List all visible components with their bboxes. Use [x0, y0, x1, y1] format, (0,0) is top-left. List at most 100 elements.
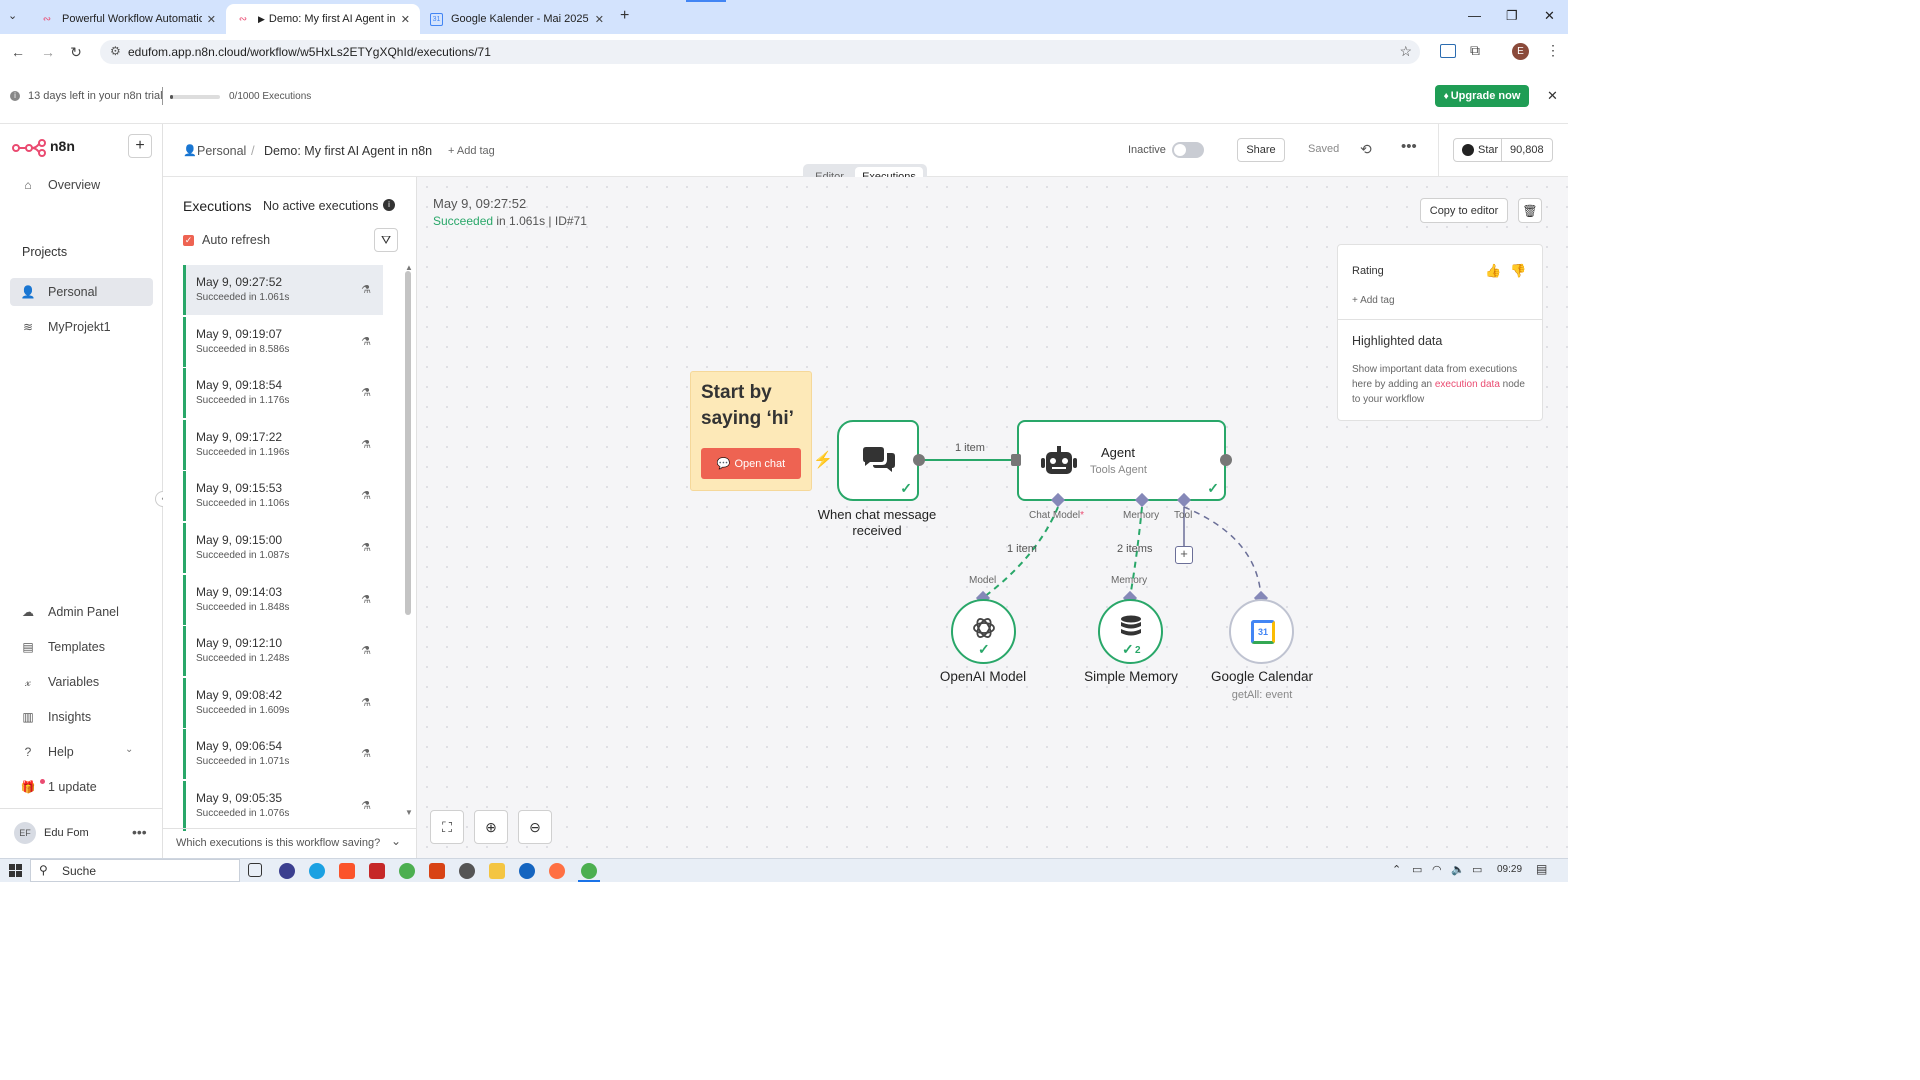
openai-model-node[interactable]: ✓ — [951, 599, 1016, 664]
file-explorer-icon[interactable] — [489, 863, 505, 879]
add-tag-link[interactable]: + Add tag — [1352, 295, 1395, 306]
taskbar-search-box[interactable]: ⚲ Suche — [30, 859, 240, 882]
auto-refresh-checkbox[interactable]: ✓ — [183, 235, 194, 246]
new-tab-plus-icon[interactable]: + — [620, 7, 630, 24]
open-chat-button[interactable]: 💬 Open chat — [701, 448, 801, 479]
flask-icon[interactable]: ⚗ — [361, 438, 371, 451]
profile-avatar[interactable]: E — [1512, 43, 1529, 60]
user-avatar[interactable]: EF — [14, 822, 36, 844]
site-info-icon[interactable]: ⚙ — [110, 44, 121, 58]
wifi-icon[interactable]: ◠ — [1432, 864, 1442, 876]
volume-icon[interactable]: 🔈 — [1451, 864, 1465, 876]
sidebar-item-insights[interactable]: ▥ Insights — [10, 703, 153, 731]
saving-settings-question[interactable]: Which executions is this workflow saving… — [176, 837, 381, 849]
create-button[interactable]: + — [128, 134, 152, 158]
sidebar-item-personal[interactable]: 👤 Personal — [10, 278, 153, 306]
thumbs-down-icon[interactable]: 👎 — [1510, 263, 1527, 278]
minimize-icon[interactable]: — — [1468, 8, 1481, 23]
chat-trigger-node[interactable]: ✓ — [837, 420, 919, 501]
clock-time[interactable]: 09:29 — [1497, 864, 1523, 875]
output-handle[interactable] — [913, 454, 925, 466]
app-icon[interactable] — [279, 863, 295, 879]
sidebar-item-help[interactable]: ? Help ⌄ — [10, 738, 153, 766]
bookmark-star-icon[interactable]: ☆ — [1399, 43, 1412, 59]
scrollbar[interactable] — [405, 271, 411, 615]
scroll-up-icon[interactable]: ▲ — [405, 263, 413, 272]
thumbs-up-icon[interactable]: 👍 — [1485, 263, 1502, 278]
filter-button[interactable]: ⛛ — [374, 228, 398, 252]
more-options-icon[interactable]: ••• — [1401, 138, 1417, 155]
app-icon[interactable] — [459, 863, 475, 879]
app-icon[interactable] — [369, 863, 385, 879]
upgrade-now-button[interactable]: ♦ Upgrade now — [1435, 85, 1529, 107]
flask-icon[interactable]: ⚗ — [361, 593, 371, 606]
input-handle[interactable] — [1011, 454, 1021, 466]
user-menu-icon[interactable]: ••• — [132, 824, 147, 840]
forward-icon[interactable]: → — [41, 44, 55, 60]
scroll-down-icon[interactable]: ▼ — [405, 808, 413, 817]
tray-chevron-icon[interactable]: ⌃ — [1392, 864, 1402, 876]
reload-icon[interactable]: ↻ — [70, 44, 82, 60]
tab-list-chevron-icon[interactable]: ⌄ — [8, 10, 18, 22]
tray-app-icon[interactable]: ▭ — [1412, 864, 1423, 876]
windows-start-icon[interactable] — [9, 864, 22, 877]
cast-icon[interactable] — [1440, 44, 1456, 58]
close-icon[interactable]: ✕ — [206, 13, 216, 26]
close-icon[interactable]: ✕ — [594, 13, 604, 26]
history-icon[interactable]: ⟲ — [1360, 141, 1372, 157]
flask-icon[interactable]: ⚗ — [361, 490, 371, 503]
app-icon[interactable] — [519, 863, 535, 879]
sidebar-item-admin-panel[interactable]: ☁ Admin Panel — [10, 598, 153, 626]
chrome-icon[interactable] — [399, 863, 415, 879]
fit-view-button[interactable]: ⛶ — [430, 810, 464, 844]
window-close-icon[interactable]: ✕ — [1544, 8, 1555, 23]
chrome-icon[interactable] — [581, 863, 597, 879]
flask-icon[interactable]: ⚗ — [361, 800, 371, 812]
google-calendar-node[interactable]: 31 — [1229, 599, 1294, 664]
zoom-out-button[interactable]: ⊖ — [518, 810, 552, 844]
add-tag-link[interactable]: + Add tag — [448, 145, 495, 157]
brave-icon[interactable] — [339, 863, 355, 879]
sidebar-item-templates[interactable]: ▤ Templates — [10, 633, 153, 661]
workflow-name[interactable]: Demo: My first AI Agent in n8n — [264, 144, 433, 158]
active-toggle[interactable] — [1172, 142, 1204, 158]
restore-icon[interactable]: ❐ — [1506, 8, 1518, 23]
task-view-icon[interactable] — [248, 863, 262, 877]
execution-data-link[interactable]: execution data — [1434, 379, 1500, 390]
edge-icon[interactable] — [309, 863, 325, 879]
zoom-in-button[interactable]: ⊕ — [474, 810, 508, 844]
powerpoint-icon[interactable] — [429, 863, 445, 879]
address-bar[interactable]: ⚙ edufom.app.n8n.cloud/workflow/w5HxLs2E… — [100, 40, 1420, 64]
output-handle[interactable] — [1220, 454, 1232, 466]
flask-icon[interactable]: ⚗ — [361, 284, 371, 296]
sticky-note[interactable]: Start by saying ‘hi’ 💬 Open chat — [690, 371, 812, 491]
browser-tab-1[interactable]: ∾ Powerful Workflow Automation ✕ — [30, 4, 226, 34]
github-star-button[interactable]: Star 90,808 — [1453, 138, 1553, 162]
browser-menu-icon[interactable]: ⋮ — [1546, 42, 1560, 58]
copy-to-editor-button[interactable]: Copy to editor — [1420, 198, 1508, 223]
delete-execution-button[interactable]: 🗑 — [1518, 198, 1542, 223]
info-icon[interactable]: i — [383, 199, 395, 211]
sidebar-item-overview[interactable]: ⌂ Overview — [10, 171, 153, 199]
browser-tab-2[interactable]: ∾ ▶ Demo: My first AI Agent in n8n ✕ — [226, 4, 420, 34]
flask-icon[interactable]: ⚗ — [361, 748, 371, 761]
close-banner-icon[interactable]: ✕ — [1547, 88, 1558, 103]
firefox-icon[interactable] — [549, 863, 565, 879]
agent-node[interactable]: Agent Tools Agent ✓ — [1017, 420, 1226, 501]
browser-tab-3[interactable]: 31 Google Kalender - Mai 2025 ✕ — [420, 4, 614, 34]
notifications-icon[interactable]: ▤ — [1536, 862, 1548, 876]
flask-icon[interactable]: ⚗ — [361, 645, 371, 658]
chevron-down-icon[interactable]: ⌄ — [391, 834, 402, 848]
flask-icon[interactable]: ⚗ — [361, 335, 371, 348]
